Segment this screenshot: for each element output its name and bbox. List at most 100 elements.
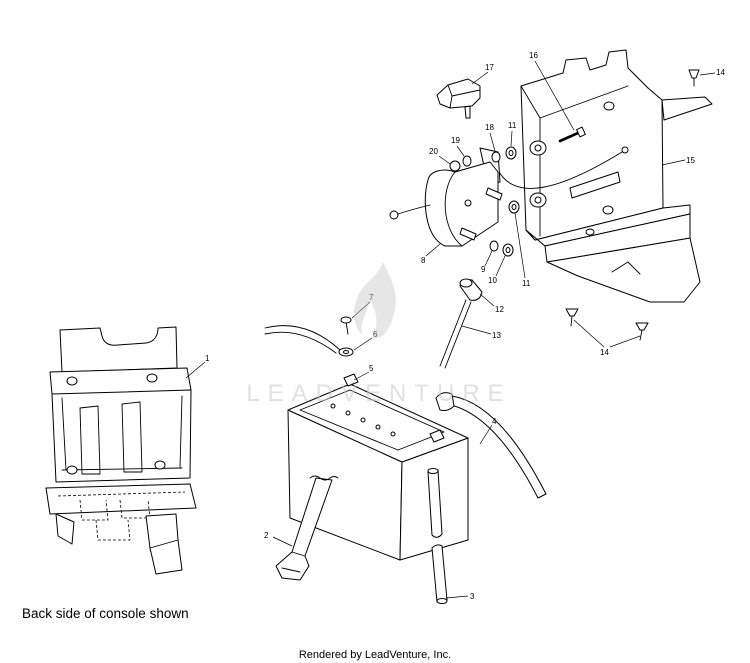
leader-line (438, 155, 451, 165)
console-hidden-lines (57, 491, 186, 521)
battery-vent-cap (375, 424, 381, 430)
screw-head (576, 126, 586, 138)
terminal-cover-part (436, 78, 481, 119)
console-chute-edge (149, 539, 179, 549)
screw-shaft (570, 315, 573, 327)
callout-label: 16 (529, 51, 538, 60)
screw-washer-part (264, 316, 354, 357)
leader-line (479, 293, 495, 307)
watermark-text: LEADVENTURE (246, 380, 511, 407)
nut-20 (449, 160, 461, 172)
render-credit: Rendered by LeadVenture, Inc. (299, 649, 451, 661)
tube-lower (431, 544, 448, 603)
solenoid-body (424, 161, 499, 247)
callout-label: 20 (429, 147, 438, 156)
callout-label: 6 (373, 330, 378, 339)
leader-line (495, 255, 506, 277)
cable-boot-part (439, 278, 483, 369)
callout-label: 11 (508, 121, 517, 130)
console-top-panel (59, 326, 178, 373)
tube-upper (427, 469, 443, 538)
callout-label: 7 (369, 293, 374, 302)
console-tray-body (51, 389, 192, 483)
leader-line (351, 301, 371, 319)
callout-label: 1 (205, 354, 210, 363)
washer-11-hole (508, 150, 514, 156)
solenoid-lead-wire (397, 204, 431, 215)
console-slot (79, 405, 101, 475)
cable-4 (445, 395, 547, 499)
leader-line (661, 159, 686, 166)
callout-labels: 17 16 14 18 11 19 20 15 8 9 10 11 12 7 6… (205, 51, 725, 601)
strap-end-detail (281, 551, 306, 573)
leader-lines (185, 60, 716, 599)
console-bottom-flange (45, 483, 197, 515)
leader-line (573, 319, 641, 348)
washer-6-hole (343, 350, 349, 354)
callout-label: 15 (686, 156, 695, 165)
callout-label: 8 (421, 256, 426, 265)
screw-head (635, 322, 649, 331)
washer-10-hole (505, 247, 511, 253)
callout-label: 18 (485, 123, 494, 132)
callout-label: 10 (488, 276, 497, 285)
screw-head (565, 308, 579, 317)
solenoid-face-edge (444, 171, 463, 247)
nut-19 (462, 155, 472, 167)
bracket-shelf-front (544, 213, 691, 263)
leader-line (461, 325, 492, 335)
battery-top-ridge (299, 389, 445, 451)
battery-vent-cap (345, 410, 351, 416)
solenoid-hole (464, 199, 472, 207)
console-hole (66, 465, 78, 475)
console-back-part (45, 326, 197, 575)
leader-line (456, 145, 465, 157)
bracket-arm (661, 96, 713, 121)
battery-vent-cap (330, 403, 336, 409)
leader-line (479, 424, 493, 445)
cover-body (436, 78, 481, 109)
callout-label: 5 (369, 364, 374, 373)
leader-line (489, 132, 496, 152)
bracket-washer-hole (534, 196, 542, 204)
hold-down-strap-part (275, 475, 339, 581)
callout-label: 13 (492, 331, 501, 340)
bracket-hole (602, 205, 614, 215)
callout-label: 11 (522, 279, 531, 288)
leader-line (425, 243, 441, 257)
leader-line (353, 337, 373, 351)
callout-label: 3 (470, 592, 475, 601)
leader-line (185, 361, 206, 379)
callout-label: 17 (485, 63, 494, 72)
battery-vent-cap (360, 417, 366, 423)
bracket-notch (611, 261, 641, 275)
bracket-slot (569, 171, 621, 199)
battery-terminal (343, 373, 359, 387)
screw-head (688, 69, 700, 79)
console-hole (66, 376, 78, 386)
leader-line (445, 595, 469, 599)
cable-4-boot (435, 392, 455, 411)
bracket-hole (603, 101, 615, 111)
leader-line (534, 60, 575, 131)
callout-label: 2 (264, 531, 269, 540)
tube-end (427, 468, 439, 474)
console-center-lip (95, 519, 131, 541)
console-hole (146, 373, 158, 383)
leader-line (510, 130, 513, 147)
cover-prong (464, 105, 471, 119)
washer-11-hole (511, 204, 517, 210)
console-slot (121, 401, 143, 473)
washer-18 (491, 151, 501, 163)
vent-tube-part (427, 468, 448, 604)
strap-body (275, 477, 333, 581)
callout-label: 9 (481, 265, 486, 274)
leader-line (272, 536, 293, 547)
bracket-hole (585, 228, 595, 236)
tube-end (436, 598, 448, 604)
solenoid-part (389, 147, 503, 247)
cover-edge (447, 84, 481, 109)
screw-shaft (558, 131, 580, 143)
watermark: LEADVENTURE (246, 262, 511, 407)
